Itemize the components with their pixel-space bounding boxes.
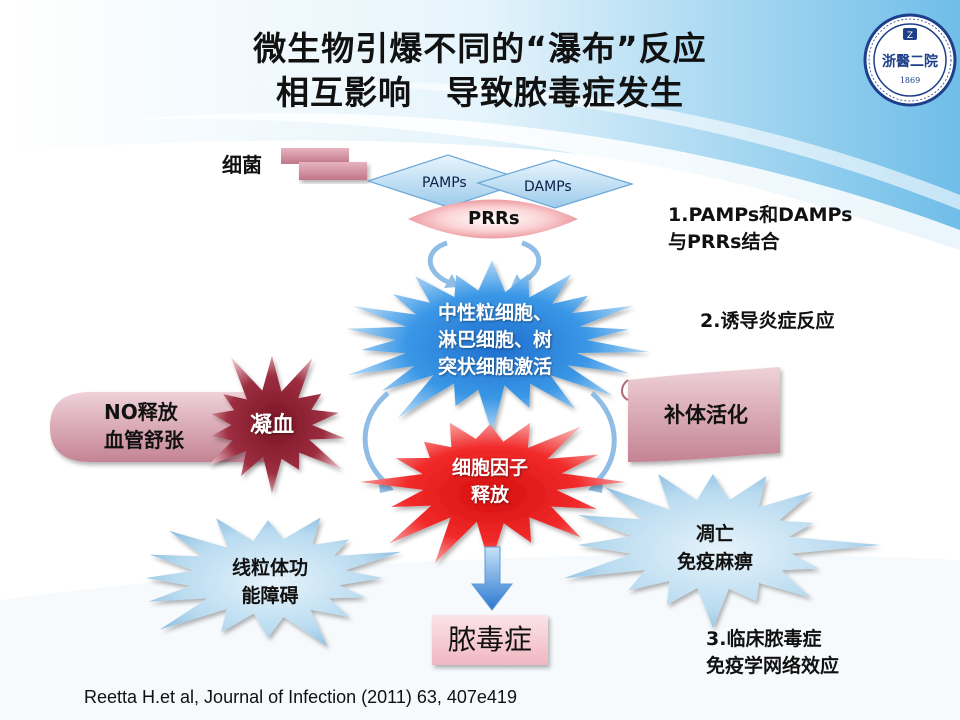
curved-arrow-left-top [427, 240, 450, 285]
damps-diamond [475, 159, 635, 209]
cells-activation-burst [346, 260, 649, 433]
no-release-line2: 血管舒张 [104, 428, 184, 452]
curved-arrow-right-top [519, 240, 542, 285]
pamps-label: PAMPs [422, 175, 467, 191]
cells-activation-line3: 突状细胞激活 [437, 356, 552, 378]
damps-label: DAMPs [524, 179, 572, 195]
bacteria-bar-top [281, 148, 349, 164]
mitochondria-line2: 能障碍 [241, 585, 299, 607]
curved-arrow-left-mid [362, 391, 390, 484]
curved-arrow-right-mid [590, 391, 617, 484]
cytokine-burst [359, 422, 626, 566]
apoptosis-line2: 免疫麻痹 [676, 551, 753, 573]
no-release-scroll [50, 392, 270, 462]
page-title-line2: 相互影响 导致脓毒症发生 [276, 73, 684, 112]
page-title-line1: 微生物引爆不同的“瀑布”反应 [253, 29, 707, 68]
citation: Reetta H.et al, Journal of Infection (20… [84, 687, 517, 707]
note-1-line1: 1.PAMPs和DAMPs [668, 204, 853, 226]
cells-activation-line1: 中性粒细胞、 [437, 302, 552, 324]
logo-text: 浙醫二院 [882, 53, 938, 70]
bacteria-bar-bottom [299, 162, 367, 180]
cytokine-line2: 释放 [470, 484, 509, 506]
cells-activation-label: 中性粒细胞、 淋巴细胞、树 突状细胞激活 [395, 300, 595, 381]
apoptosis-label: 凋亡 免疫麻痹 [655, 520, 775, 576]
sepsis-label: 脓毒症 [447, 623, 532, 656]
coagulation-label: 凝血 [250, 413, 295, 438]
logo-year: 1869 [900, 76, 920, 85]
note-3: 3.临床脓毒症 免疫学网络效应 [706, 626, 839, 680]
mitochondria-label: 线粒体功 能障碍 [210, 554, 330, 610]
note-1: 1.PAMPs和DAMPs 与PRRs结合 [668, 202, 852, 256]
complement-scroll [628, 367, 780, 462]
cytokine-line1: 细胞因子 [451, 457, 528, 479]
svg-text:Z: Z [907, 31, 913, 41]
bacteria-label: 细菌 [222, 153, 262, 177]
down-arrow [470, 546, 514, 611]
apoptosis-burst [563, 473, 881, 629]
sepsis-box [432, 615, 548, 665]
note-1-line2: 与PRRs结合 [668, 231, 780, 253]
complement-scroll-curl [621, 379, 629, 401]
cells-activation-line2: 淋巴细胞、树 [437, 329, 552, 351]
arrowhead-left-top [444, 274, 458, 288]
note-3-line1: 3.临床脓毒症 [706, 628, 822, 650]
prrs-lens [408, 199, 578, 239]
no-release-label: NO释放 血管舒张 [104, 398, 184, 454]
no-release-line1: NO释放 [104, 400, 178, 424]
coagulation-burst [207, 355, 345, 494]
note-3-line2: 免疫学网络效应 [706, 655, 840, 677]
apoptosis-line1: 凋亡 [695, 523, 734, 545]
mitochondria-burst [145, 517, 402, 647]
prrs-label: PRRs [468, 208, 520, 229]
hospital-logo: Z 浙醫二院 1869 [863, 13, 957, 107]
cytokine-label: 细胞因子 释放 [430, 455, 550, 509]
complement-label: 补体活化 [664, 403, 748, 427]
note-2: 2.诱导炎症反应 [700, 310, 835, 332]
mitochondria-line1: 线粒体功 [231, 557, 308, 579]
